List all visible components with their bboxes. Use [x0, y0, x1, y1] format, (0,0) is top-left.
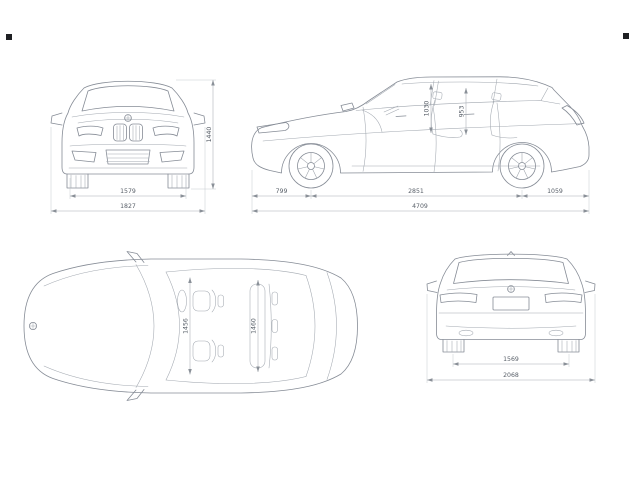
bmw-roundel-icon — [28, 321, 37, 330]
rear-width-dimension: 2068 — [426, 294, 596, 383]
driver-seat — [192, 289, 224, 313]
bumper-crease — [69, 143, 187, 147]
roof-antenna-fin — [507, 251, 515, 256]
front-headroom-label: 1030 — [424, 101, 431, 117]
front-width-label: 1827 — [120, 203, 136, 210]
side-taillight — [561, 105, 585, 126]
rear-right-tire — [557, 339, 580, 353]
center-air-intake — [105, 149, 151, 165]
wheel-tire — [288, 143, 334, 189]
windshield-base-arc — [135, 264, 155, 388]
passenger-seat — [192, 339, 224, 363]
front-interior-width-dimension: 1456 — [183, 277, 192, 375]
rear-window — [453, 258, 569, 284]
c-pillar — [492, 78, 498, 104]
wheel-tire — [499, 143, 545, 189]
rear-window-arc — [305, 275, 316, 377]
rear-interior-width-label: 1460 — [251, 318, 258, 334]
rear-track-label: 1569 — [503, 356, 519, 363]
rear-track-dimension: 1569 — [452, 354, 570, 367]
left-taillight — [439, 292, 478, 303]
rear-seat — [489, 92, 518, 139]
front-windshield — [81, 85, 175, 112]
side-car-outline — [251, 76, 590, 174]
right-exhaust — [548, 329, 564, 337]
beltline — [355, 100, 561, 111]
steering-wheel-top — [177, 289, 187, 313]
front-track-label: 1579 — [120, 188, 136, 195]
hood-line — [71, 112, 185, 118]
bmw-roundel-icon — [507, 285, 515, 293]
top-left-mirror — [126, 251, 145, 263]
overall-length-label: 4709 — [412, 203, 428, 210]
a-pillar-inner — [365, 84, 396, 105]
wheel-spokes — [297, 152, 325, 179]
left-exhaust — [458, 329, 474, 337]
front-interior-width-label: 1456 — [183, 318, 190, 334]
rear-width-label: 2068 — [503, 372, 519, 379]
tailgate-crease — [446, 286, 576, 291]
dashboard — [361, 109, 383, 133]
top-right-mirror — [126, 389, 145, 401]
top-car-outline — [23, 258, 358, 394]
rear-wheel — [499, 143, 545, 189]
wheel-hub — [307, 162, 315, 170]
front-left-tire — [66, 173, 89, 189]
side-headlight — [256, 122, 290, 134]
rear-bumper-lines — [438, 312, 584, 329]
rear-left-tire — [442, 339, 465, 353]
license-plate — [492, 296, 530, 311]
character-line — [262, 123, 585, 142]
rear-car-outline — [436, 253, 586, 340]
rear-right-mirror — [584, 280, 596, 293]
front-wheel — [288, 143, 334, 189]
front-height-label: 1440 — [206, 127, 213, 143]
front-headroom-dimension: 1030 — [424, 84, 433, 133]
rear-headroom-dimension: 953 — [459, 88, 468, 135]
left-headlight — [76, 125, 104, 137]
roofline-inner — [401, 81, 539, 87]
right-headlight — [152, 125, 180, 137]
hood-cut-lines — [43, 265, 149, 387]
left-mirror — [50, 112, 63, 126]
front-overhang-label: 799 — [276, 188, 288, 195]
left-air-intake — [71, 150, 97, 163]
roof-side-lines — [165, 268, 307, 384]
front-right-tire — [167, 173, 190, 189]
fiducial-mark — [623, 33, 629, 39]
steering-wheel — [383, 105, 400, 116]
right-taillight — [544, 292, 583, 303]
rear-left-mirror — [426, 280, 438, 293]
front-height-dimension: 1440 — [176, 79, 216, 190]
front-view: 1579 1827 1440 — [50, 79, 216, 214]
side-mirror — [340, 102, 355, 112]
rear-overhang-label: 1059 — [547, 188, 563, 195]
wheelbase-label: 2851 — [408, 188, 424, 195]
side-view: 1030 953 799 2851 1059 4709 — [251, 76, 590, 214]
front-door-cut — [362, 106, 367, 172]
kidney-grille — [113, 123, 143, 142]
top-view: 1456 1460 — [23, 251, 358, 401]
fiducial-mark — [6, 34, 12, 40]
windshield-top-arc — [165, 271, 180, 381]
right-air-intake — [159, 150, 185, 163]
wheel-spokes — [508, 152, 536, 179]
rear-headroom-label: 953 — [459, 106, 466, 118]
bmw-roundel-icon — [124, 114, 132, 122]
right-mirror — [193, 112, 206, 126]
rear-door-cut — [432, 105, 437, 173]
rear-interior-width-dimension: 1460 — [251, 280, 260, 372]
d-pillar — [540, 87, 549, 101]
tailgate-arc — [326, 272, 337, 380]
front-track-dimension: 1579 — [69, 178, 187, 199]
side-length-dimensions: 799 2851 1059 4709 — [251, 170, 590, 214]
front-car-outline — [61, 80, 195, 175]
front-width-dimension: 1827 — [50, 127, 206, 214]
quarter-panel-cut — [496, 102, 501, 172]
rear-view: 1569 2068 — [426, 251, 596, 383]
